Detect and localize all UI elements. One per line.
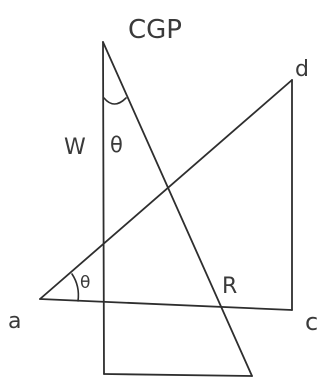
lower-box-bottom-line	[103, 373, 253, 377]
hypotenuse-line-a-d	[39, 79, 293, 300]
label-cgp: CGP	[128, 15, 182, 45]
top-angle-arc	[103, 97, 127, 105]
resultant-line	[102, 41, 253, 377]
label-w: W	[64, 135, 86, 160]
bottom-angle-arc	[71, 273, 80, 302]
base-line-a-c	[39, 298, 293, 311]
label-theta-top: θ	[110, 133, 123, 157]
label-theta-bottom: θ	[80, 273, 90, 293]
label-a: a	[8, 309, 21, 334]
label-c: c	[305, 308, 318, 336]
label-r: R	[222, 274, 237, 299]
label-d: d	[295, 57, 309, 82]
left-vertical-line	[102, 41, 105, 375]
